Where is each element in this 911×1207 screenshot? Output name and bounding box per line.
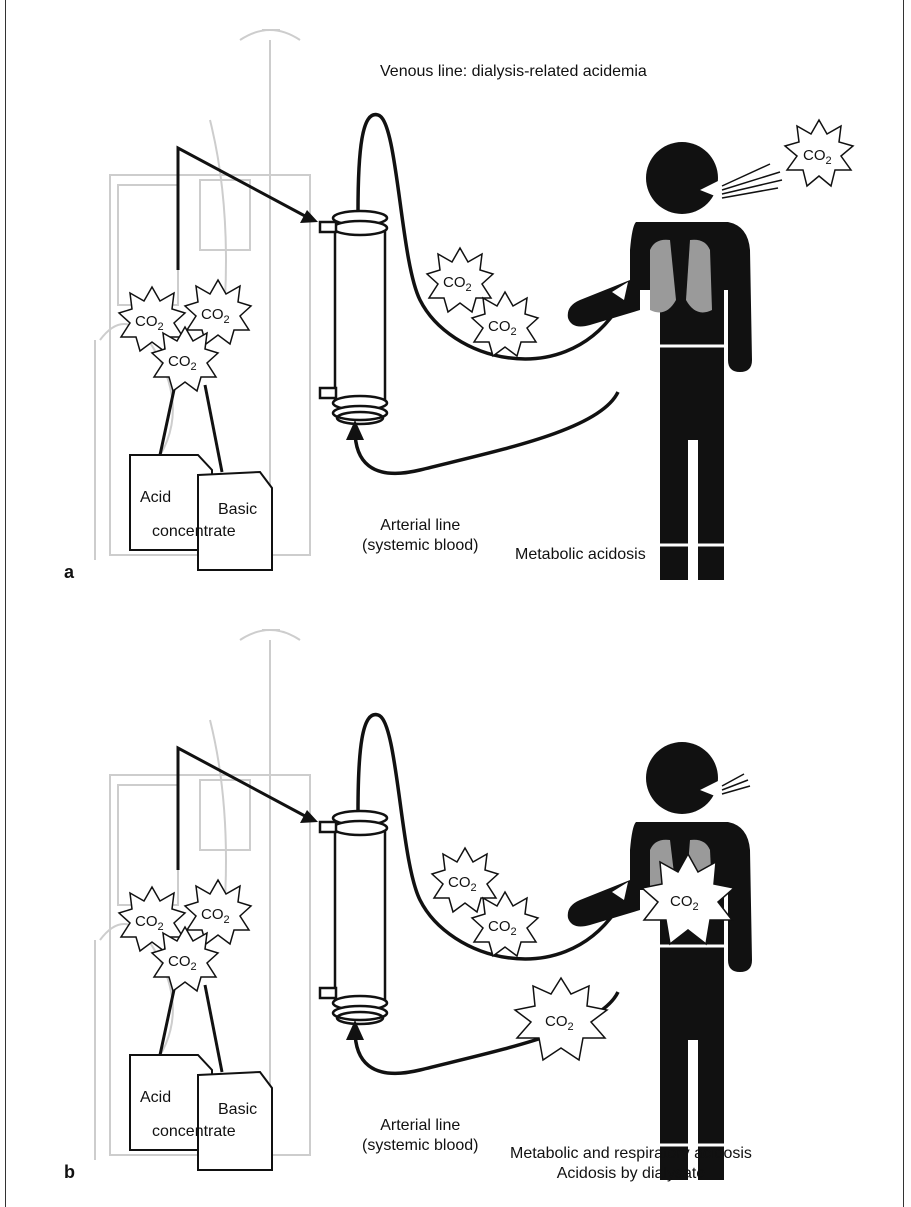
co2-burst-dialysate-3: CO2 <box>150 925 220 995</box>
co2-burst-venous-2: CO2 <box>470 890 540 960</box>
dialysate-line <box>178 748 305 870</box>
dialyzer <box>320 211 387 420</box>
arterial-line <box>355 392 618 473</box>
panel-a: CO2 CO2 CO2 CO2 CO2 CO2 Venous line: dia… <box>0 0 911 600</box>
dialyzer <box>320 811 387 1020</box>
acid-bag-label: Acid <box>140 488 171 508</box>
arterial-line-label-1: Arterial line <box>362 516 478 536</box>
arterial-line-label: Arterial line (systemic blood) <box>362 516 478 556</box>
co2-burst-exhaled: CO2 <box>783 118 855 190</box>
bottom-caption-1: Metabolic and respiratory acidosis <box>510 1144 752 1164</box>
bottom-caption: Metabolic acidosis <box>515 545 646 565</box>
arterial-line-label: Arterial line (systemic blood) <box>362 1116 478 1156</box>
bottom-caption-1: Metabolic acidosis <box>515 545 646 565</box>
arterial-line-label-1: Arterial line <box>362 1116 478 1136</box>
co2-burst-arterial: CO2 <box>513 976 609 1062</box>
patient-silhouette <box>568 742 752 1180</box>
patient-silhouette <box>568 142 752 580</box>
exhale-lines <box>722 774 750 794</box>
bottom-caption-2: Acidosis by dialysate <box>510 1164 752 1184</box>
venous-line-caption: Venous line: dialysis-related acidemia <box>380 62 647 82</box>
concentrate-label: concentrate <box>152 522 236 542</box>
arterial-line-label-2: (systemic blood) <box>362 536 478 556</box>
acid-bag-label: Acid <box>140 1088 171 1108</box>
concentrate-label: concentrate <box>152 1122 236 1142</box>
panel-label: a <box>64 562 74 583</box>
basic-bag-label: Basic <box>218 1100 257 1120</box>
basic-bag <box>198 472 272 570</box>
panel-label: b <box>64 1162 75 1183</box>
co2-burst-retained: CO2 <box>640 852 736 948</box>
basic-bag-label: Basic <box>218 500 257 520</box>
basic-bag <box>198 1072 272 1170</box>
dialysate-line <box>178 148 305 270</box>
exhale-lines <box>722 164 782 198</box>
co2-burst-dialysate-3: CO2 <box>150 325 220 395</box>
arterial-line-label-2: (systemic blood) <box>362 1136 478 1156</box>
co2-burst-venous-2: CO2 <box>470 290 540 360</box>
panel-b: CO2 CO2 CO2 CO2 CO2 CO2 CO2 Acid Basic c… <box>0 600 911 1200</box>
bottom-caption: Metabolic and respiratory acidosis Acido… <box>510 1144 752 1184</box>
